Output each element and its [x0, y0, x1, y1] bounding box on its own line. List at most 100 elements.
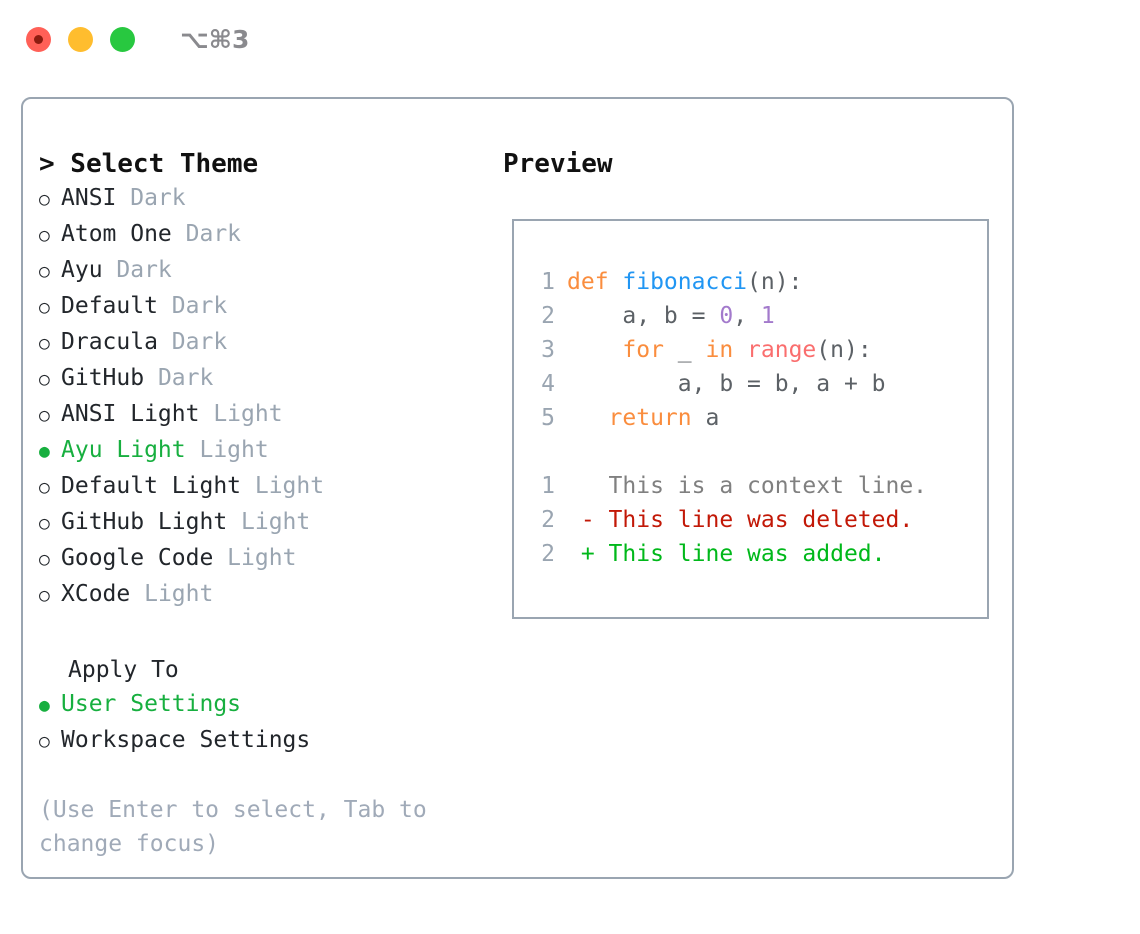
theme-option-variant: Light [185, 437, 269, 463]
theme-option[interactable]: ○ANSI Light Light [39, 397, 503, 433]
theme-option[interactable]: ○ Default Light Light [39, 469, 503, 505]
code-token: (n): [816, 337, 872, 363]
code-token: in [705, 337, 734, 363]
diff-text: This is a context line. [567, 473, 928, 499]
code-line: 2 a, b = 0, 1 [514, 299, 987, 333]
line-number: 2 [541, 507, 555, 533]
title-bar: ⌥⌘3 [0, 0, 1140, 78]
radio-icon: ○ [39, 549, 50, 570]
window-controls [26, 26, 135, 52]
theme-option-label: Default Light [61, 473, 242, 499]
code-token: return [608, 405, 692, 431]
theme-option[interactable]: ● Ayu Light Light [39, 433, 503, 469]
main-panel: > Select Theme ○ANSI Dark○Atom One Dark○… [21, 97, 1014, 879]
radio-icon: ○ [39, 333, 50, 354]
code-text: a, b = b, a + b [567, 367, 886, 401]
apply-to-option[interactable]: ○Workspace Settings [39, 723, 503, 759]
theme-option-label: GitHub [61, 365, 145, 391]
radio-icon: ○ [39, 585, 50, 606]
code-token: fibonacci [622, 269, 748, 295]
theme-option-label: GitHub Light [61, 509, 228, 535]
radio-icon: ○ [39, 477, 50, 498]
code-token [567, 405, 609, 431]
code-token: 1 [760, 303, 775, 329]
theme-option-variant: Light [227, 509, 311, 535]
apply-to-option[interactable]: ●User Settings [39, 687, 503, 723]
radio-icon: ○ [39, 405, 50, 426]
theme-option-label: Default [61, 293, 158, 319]
code-line: 1 def fibonacci(n): [514, 265, 987, 299]
theme-option[interactable]: ○ Default Dark [39, 289, 503, 325]
code-token: def [567, 269, 623, 295]
code-line: 4 a, b = b, a + b [514, 367, 987, 401]
apply-to-heading: Apply To [68, 657, 179, 683]
code-token: _ [663, 337, 706, 363]
code-token: a, b = [567, 303, 720, 329]
radio-icon: ○ [39, 261, 50, 282]
code-token [733, 337, 747, 363]
radio-selected-icon: ● [39, 695, 50, 716]
theme-option-variant: Light [213, 545, 297, 571]
theme-option-label: Ayu [61, 257, 103, 283]
theme-option-label: Ayu Light [61, 437, 186, 463]
radio-icon: ○ [39, 513, 50, 534]
code-text: return a [567, 401, 720, 435]
code-line: 5 return a [514, 401, 987, 435]
line-number: 2 [541, 303, 555, 329]
theme-picker-column: > Select Theme ○ANSI Dark○Atom One Dark○… [23, 99, 503, 877]
theme-option[interactable]: ○ Google Code Light [39, 541, 503, 577]
page-title: > Select Theme [39, 149, 259, 179]
line-number: 1 [541, 269, 555, 295]
radio-icon: ○ [39, 297, 50, 318]
line-number: 3 [541, 337, 555, 363]
radio-selected-icon: ● [39, 441, 50, 462]
theme-option-label: ANSI [61, 185, 117, 211]
theme-option[interactable]: ○ Atom One Dark [39, 217, 503, 253]
preview-title: Preview [503, 149, 613, 179]
radio-icon: ○ [39, 369, 50, 390]
theme-option[interactable]: ○ ANSI Dark [39, 181, 503, 217]
theme-option-label: Google Code [61, 545, 214, 571]
radio-icon: ○ [39, 225, 50, 246]
theme-option-label: XCode [61, 581, 131, 607]
code-line: 3 for _ in range(n): [514, 333, 987, 367]
theme-option[interactable]: ○ Ayu Dark [39, 253, 503, 289]
theme-option[interactable]: ○ GitHub Light Light [39, 505, 503, 541]
code-text: for _ in range(n): [567, 333, 872, 367]
code-token: , [733, 303, 761, 329]
theme-option[interactable]: ○XCode Light [39, 577, 503, 613]
theme-option[interactable]: ○Dracula Dark [39, 325, 503, 361]
maximize-button[interactable] [110, 26, 135, 52]
code-token: for [622, 337, 664, 363]
close-button[interactable] [26, 26, 51, 52]
theme-option-variant: Dark [171, 221, 242, 247]
theme-option-label: Atom One [61, 221, 172, 247]
theme-option[interactable]: ○GitHub Dark [39, 361, 503, 397]
code-token: a [691, 405, 720, 431]
line-number: 2 [541, 541, 555, 567]
theme-option-variant: Dark [157, 293, 228, 319]
diff-text: - This line was deleted. [567, 507, 914, 533]
diff-sample: 1 This is a context line.2 - This line w… [514, 469, 987, 571]
apply-to-option-list[interactable]: ●User Settings○Workspace Settings [39, 687, 503, 759]
minimize-button[interactable] [68, 26, 93, 52]
radio-icon: ○ [39, 189, 50, 210]
theme-option-variant: Dark [157, 329, 228, 355]
line-number: 4 [541, 371, 555, 397]
code-text: def fibonacci(n): [567, 265, 802, 299]
code-token: (n): [747, 269, 803, 295]
diff-line: 2 - This line was deleted. [514, 503, 987, 537]
theme-option-list[interactable]: ○ ANSI Dark ○ Atom One Dark ○ Ayu Dark ○ Defaul… [39, 181, 503, 613]
theme-option-variant: Dark [102, 257, 172, 283]
diff-line: 1 This is a context line. [514, 469, 987, 503]
line-number: 5 [541, 405, 555, 431]
window-title: ⌥⌘3 [180, 24, 250, 54]
code-token: a, b = b, a + b [567, 371, 886, 397]
theme-option-variant: Light [199, 401, 283, 427]
theme-option-variant: Light [241, 473, 325, 499]
theme-option-variant: Dark [116, 185, 186, 211]
code-spacer [514, 435, 987, 469]
code-token: 0 [719, 303, 734, 329]
